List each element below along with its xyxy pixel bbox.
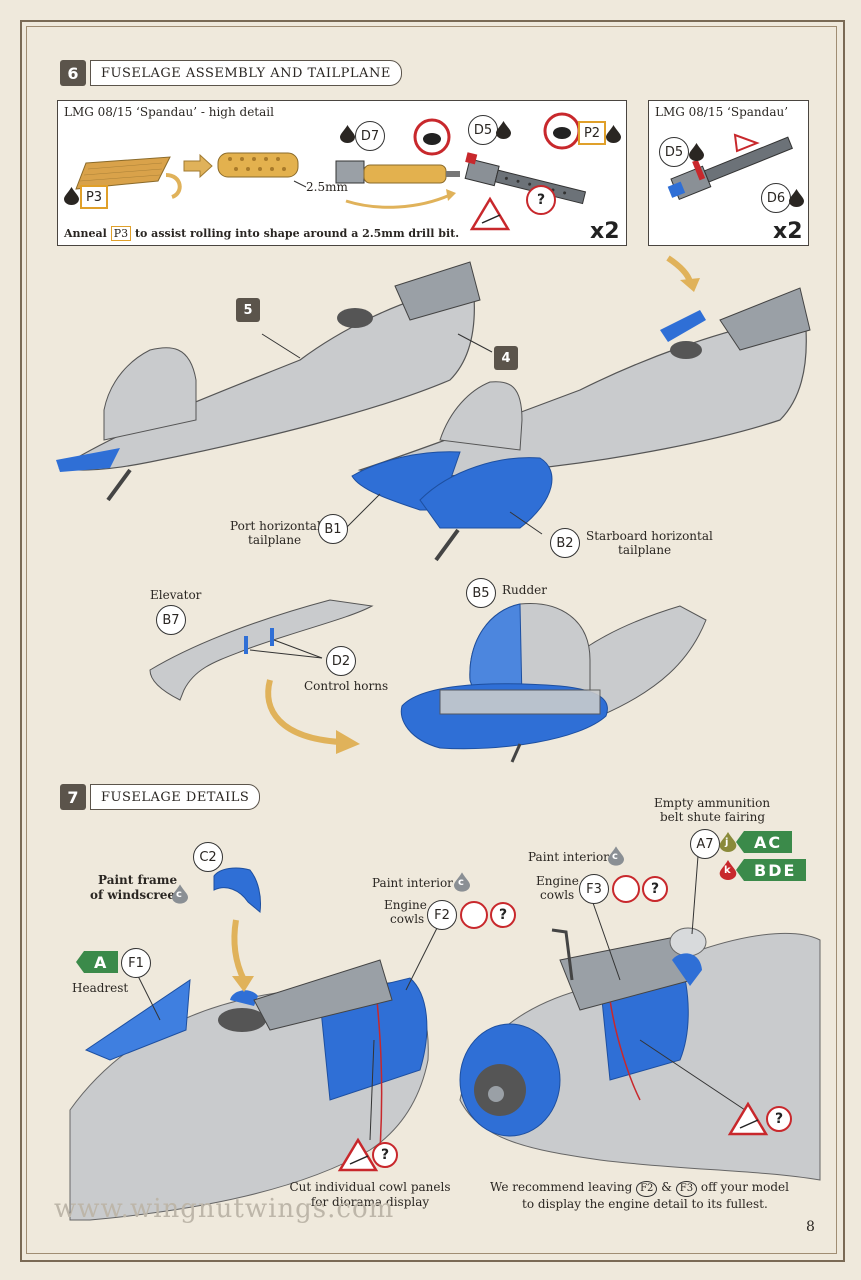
paint-drop-k-icon: k [719, 860, 737, 880]
anneal-part: P3 [110, 226, 132, 241]
question-icon: ? [372, 1142, 398, 1168]
step-6-title: FUSELAGE ASSEMBLY AND TAILPLANE [90, 60, 402, 86]
step-7-title: FUSELAGE DETAILS [90, 784, 261, 810]
paint-code: c [612, 851, 618, 862]
paint-drop-c-icon: c [172, 884, 188, 904]
part-p2-label: P2 [578, 121, 606, 145]
part-c2-callout: C2 [193, 842, 223, 872]
paint-drop-b-icon [606, 125, 621, 143]
part-b7-callout: B7 [156, 605, 186, 635]
part-f3-callout: F3 [579, 874, 609, 904]
spandau-high-detail-box: LMG 08/15 ‘Spandau’ - high detail [57, 100, 627, 246]
spandau-simple-box: LMG 08/15 ‘Spandau’ D5 D6 x2 [648, 100, 809, 246]
no-cut-icon [612, 875, 640, 903]
part-d2-callout: D2 [326, 646, 356, 676]
step-6-number: 6 [60, 60, 86, 86]
part-b1-callout: B1 [318, 514, 348, 544]
right-engine-cowls-label-1: Engine [536, 874, 579, 888]
anneal-text-pre: Anneal [64, 227, 107, 240]
variant-tag-ac: AC [736, 831, 793, 853]
cut-note-line-1: Cut individual cowl panels [289, 1180, 451, 1194]
windscreen-label-2: of windscreen [90, 888, 184, 902]
part-f2-callout: F2 [427, 900, 457, 930]
paint-drop-c-icon: c [454, 872, 470, 892]
recommend-amp: & [661, 1180, 672, 1194]
no-cut-icon [460, 901, 488, 929]
step-6-illustration [56, 255, 811, 763]
step-6-header: 6 FUSELAGE ASSEMBLY AND TAILPLANE [60, 60, 402, 86]
quantity-label: x2 [773, 219, 803, 244]
port-tailplane-label-1: Port horizontal [230, 519, 321, 533]
paint-drop-b-icon [689, 143, 704, 161]
recommend-line-2: to display the engine detail to its full… [522, 1197, 768, 1211]
starboard-tailplane-label-2: tailplane [618, 543, 672, 557]
part-d5-callout: D5 [659, 137, 689, 167]
assembly-badge-5: 5 [236, 298, 260, 322]
cut-note-line-2: for diorama display [310, 1195, 430, 1209]
watermark-text: www.wingnutwings.com [54, 1194, 395, 1224]
page-frame-inner [26, 26, 837, 1254]
rudder-label: Rudder [502, 583, 547, 597]
spandau-high-detail-drawing [75, 112, 587, 231]
part-p3-label: P3 [80, 185, 108, 209]
fairing-label-2: belt shute fairing [660, 810, 766, 824]
question-icon: ? [526, 185, 556, 215]
question-icon: ? [766, 1106, 792, 1132]
recommend-line-1: We recommend leaving F2 & F3 off your mo… [490, 1180, 789, 1197]
recommend-text-post: off your model [700, 1180, 789, 1194]
part-a7-callout: A7 [690, 829, 720, 859]
spandau-simple-drawing [667, 133, 793, 201]
paint-code: k [724, 865, 731, 876]
variant-tag-a: A [76, 951, 119, 973]
right-paint-interior-label: Paint interior [528, 850, 609, 864]
paint-drop-b-icon [496, 121, 511, 139]
paint-code: j [725, 837, 729, 848]
left-engine-cowls-label-2: cowls [390, 912, 425, 926]
anneal-text-post: to assist rolling into shape around a 2.… [134, 227, 460, 240]
starboard-tailplane-label-1: Starboard horizontal [586, 529, 713, 543]
anneal-instruction: Anneal P3 to assist rolling into shape a… [64, 226, 460, 241]
right-engine-cowls-label-2: cowls [540, 888, 575, 902]
control-horns-label: Control horns [304, 679, 389, 693]
elevator-label: Elevator [150, 588, 202, 602]
question-icon: ? [490, 902, 516, 928]
paint-code: c [176, 889, 182, 900]
left-paint-interior-label: Paint interior [372, 876, 453, 890]
step-7-number: 7 [60, 784, 86, 810]
part-b2-callout: B2 [550, 528, 580, 558]
question-icon: ? [642, 876, 668, 902]
recommend-part-f3: F3 [675, 1181, 698, 1197]
assembly-badge-4: 4 [494, 346, 518, 370]
quantity-label: x2 [590, 219, 620, 244]
spandau-simple-title: LMG 08/15 ‘Spandau’ [655, 105, 789, 119]
part-f1-callout: F1 [121, 948, 151, 978]
headrest-label: Headrest [72, 981, 129, 995]
fairing-label-1: Empty ammunition [654, 796, 771, 810]
page-frame-outer [20, 20, 845, 1262]
port-tailplane-label-2: tailplane [248, 533, 302, 547]
paint-drop-b-icon [64, 187, 79, 205]
part-d7-callout: D7 [355, 121, 385, 151]
recommend-part-f2: F2 [636, 1181, 658, 1197]
paint-drop-b-icon [789, 189, 804, 207]
step-7-header: 7 FUSELAGE DETAILS [60, 784, 261, 810]
spandau-high-detail-title: LMG 08/15 ‘Spandau’ - high detail [64, 105, 274, 119]
recommend-text-pre: We recommend leaving [490, 1180, 633, 1194]
variant-tag-bde: BDE [736, 859, 807, 881]
paint-drop-b-icon [340, 125, 355, 143]
paint-code: c [458, 877, 464, 888]
paint-drop-j-icon: j [719, 832, 737, 852]
part-d6-callout: D6 [761, 183, 791, 213]
part-b5-callout: B5 [466, 578, 496, 608]
page-number: 8 [806, 1219, 815, 1235]
paint-drop-c-icon: c [608, 846, 624, 866]
drill-measure-label: 2.5mm [306, 180, 348, 194]
windscreen-label-1: Paint frame [98, 873, 178, 887]
left-engine-cowls-label-1: Engine [384, 898, 427, 912]
